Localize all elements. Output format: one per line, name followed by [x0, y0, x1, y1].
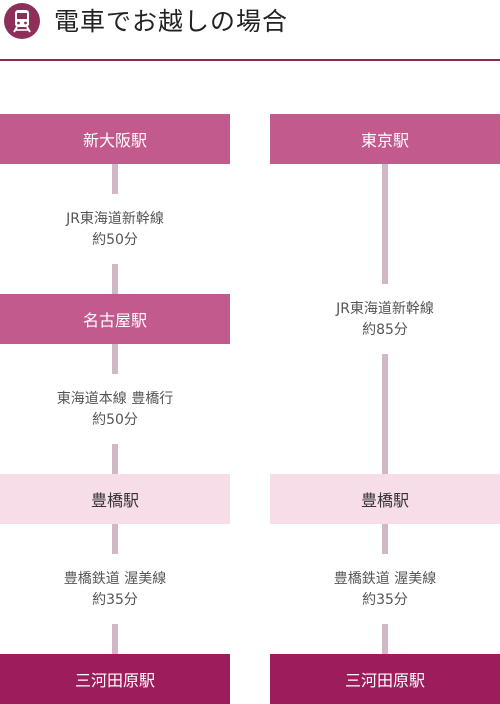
train-icon — [4, 3, 40, 39]
route-info: 豊橋鉄道 渥美線 約35分 — [270, 568, 500, 612]
route-column-tokyo: 東京駅 JR東海道新幹線 約85分 豊橋駅 豊橋鉄道 渥美線 約35分 三河田原… — [270, 114, 500, 704]
route-line-name: 東海道本線 豊橋行 — [56, 391, 174, 407]
station-mikawa-tahara: 三河田原駅 — [270, 654, 500, 704]
route-duration: 約85分 — [362, 322, 408, 338]
route-duration: 約50分 — [92, 412, 138, 428]
route-line-name: 豊橋鉄道 渥美線 — [63, 571, 167, 587]
route-connector — [112, 344, 118, 374]
route-column-osaka: 新大阪駅 JR東海道新幹線 約50分 名古屋駅 東海道本線 豊橋行 約50分 豊… — [0, 114, 230, 704]
station-toyohashi: 豊橋駅 — [0, 474, 230, 524]
route-info: JR東海道新幹線 約50分 — [0, 208, 230, 252]
station-tokyo: 東京駅 — [270, 114, 500, 164]
route-info: 豊橋鉄道 渥美線 約35分 — [0, 568, 230, 612]
header-divider — [0, 59, 500, 61]
route-connector — [112, 624, 118, 654]
route-connector — [112, 524, 118, 554]
route-line-name: JR東海道新幹線 — [336, 301, 434, 317]
route-connector — [382, 354, 388, 474]
station-shin-osaka: 新大阪駅 — [0, 114, 230, 164]
route-connector — [112, 164, 118, 194]
route-line-name: JR東海道新幹線 — [66, 211, 164, 227]
station-nagoya: 名古屋駅 — [0, 294, 230, 344]
route-connector — [382, 624, 388, 654]
route-connector — [112, 264, 118, 294]
route-info: JR東海道新幹線 約85分 — [270, 298, 500, 342]
route-duration: 約50分 — [92, 232, 138, 248]
route-line-name: 豊橋鉄道 渥美線 — [333, 571, 437, 587]
route-connector — [112, 444, 118, 474]
route-duration: 約35分 — [92, 592, 138, 608]
route-duration: 約35分 — [362, 592, 408, 608]
route-info: 東海道本線 豊橋行 約50分 — [0, 388, 230, 432]
station-toyohashi: 豊橋駅 — [270, 474, 500, 524]
station-mikawa-tahara: 三河田原駅 — [0, 654, 230, 704]
page-title: 電車でお越しの場合 — [54, 7, 289, 36]
route-connector — [382, 164, 388, 284]
route-connector — [382, 524, 388, 554]
page-header: 電車でお越しの場合 — [0, 0, 500, 62]
